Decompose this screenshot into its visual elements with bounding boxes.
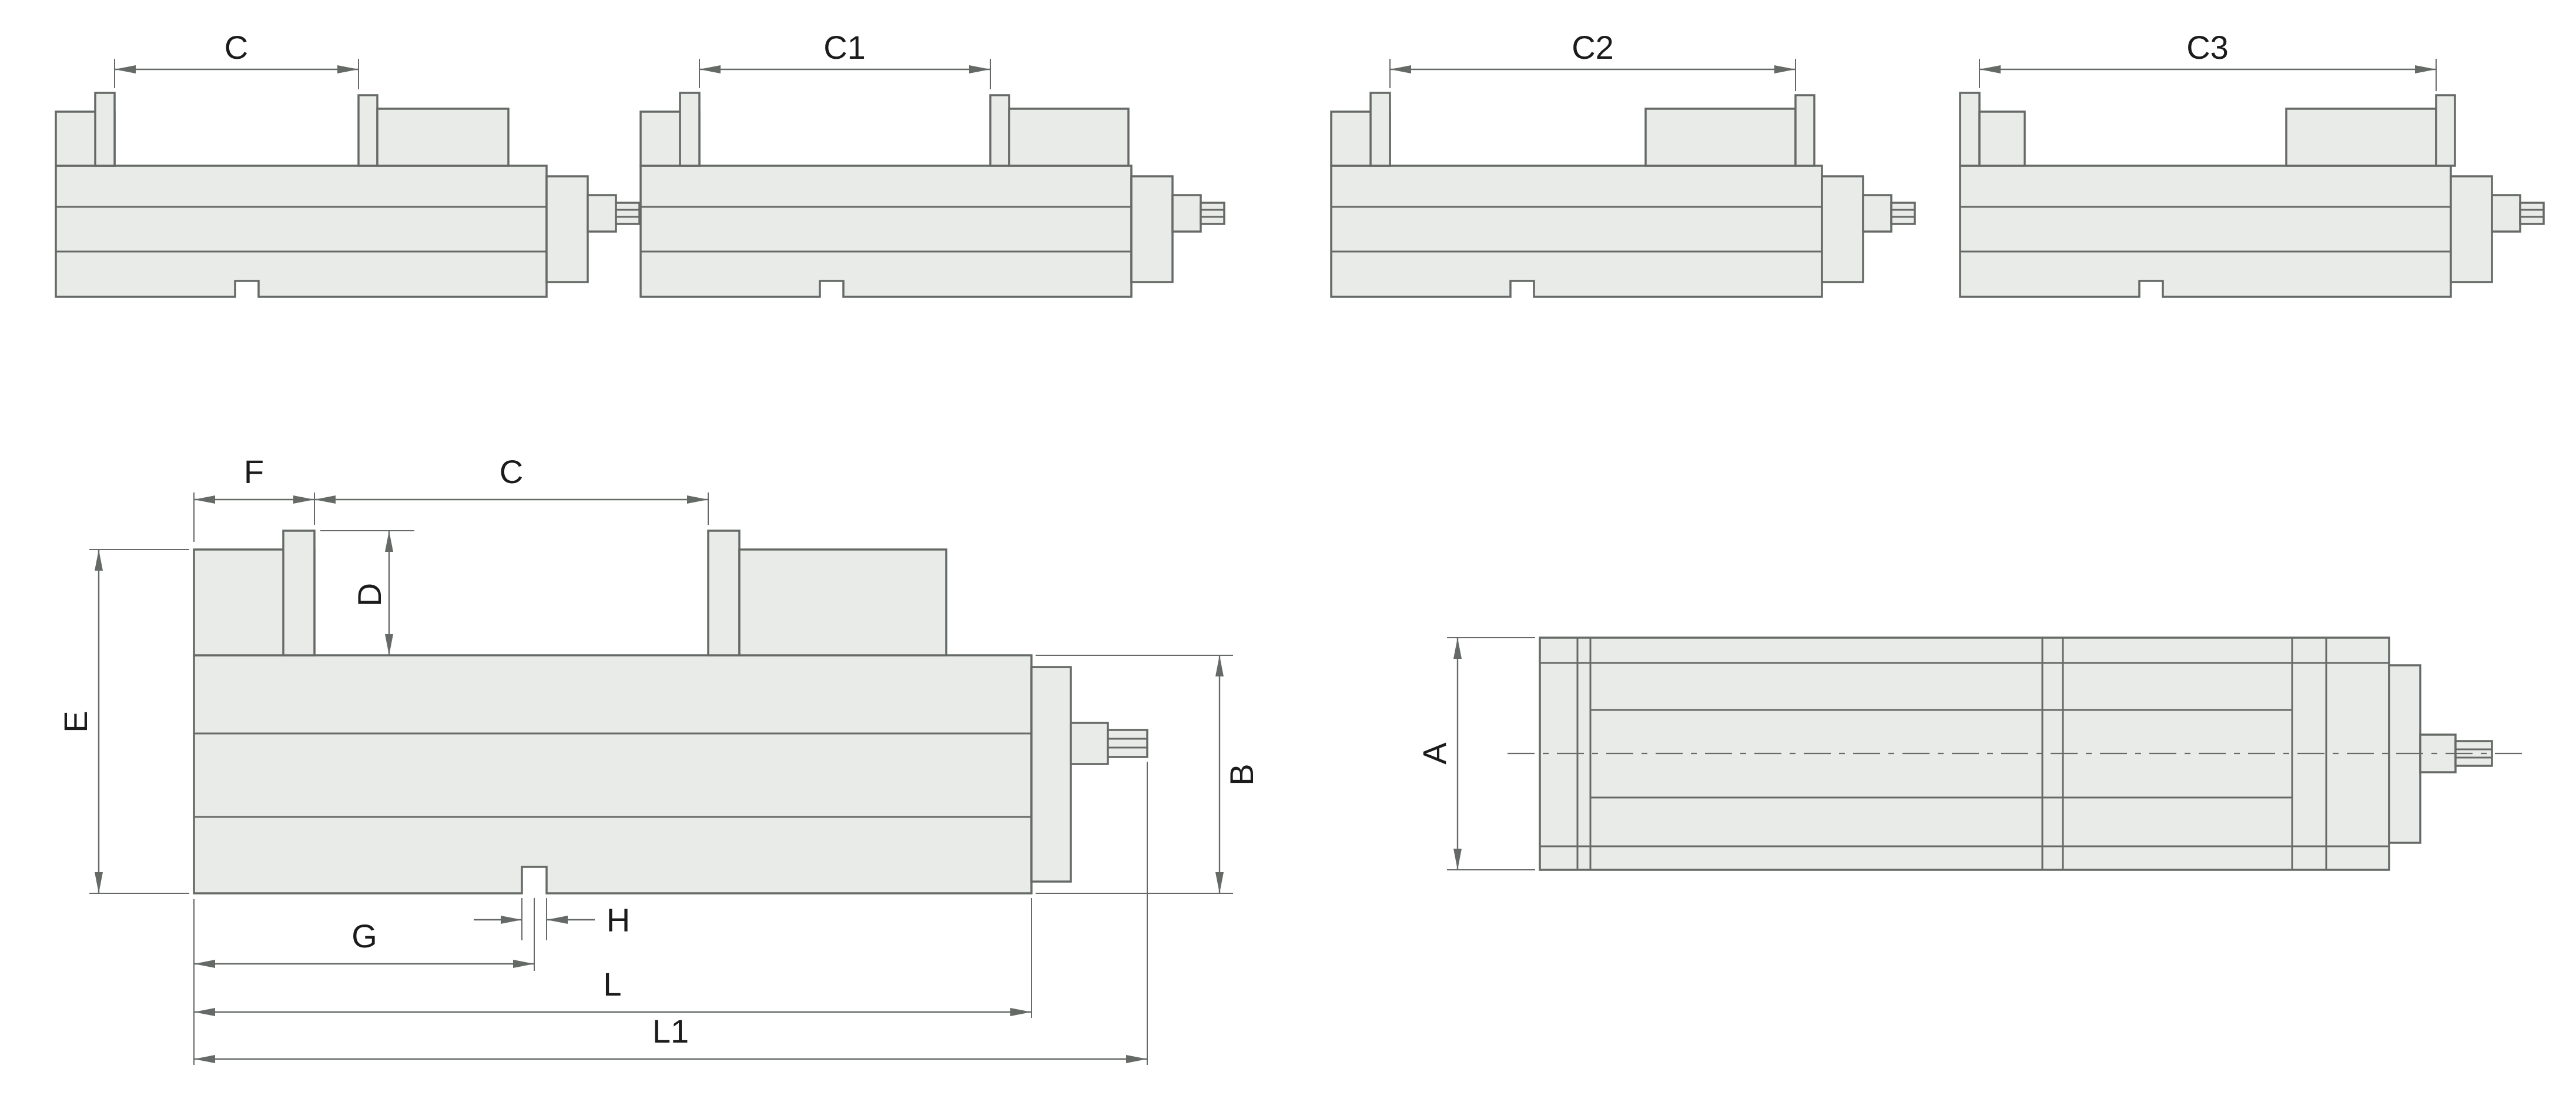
- vise-body: [55, 165, 641, 298]
- vise-body: [1330, 165, 1916, 298]
- dimension-label-g: G: [351, 917, 377, 954]
- dimension-label-e: E: [57, 711, 94, 732]
- movable-jaw: [2285, 94, 2456, 167]
- top-view-config-4: C3: [1959, 29, 2545, 298]
- movable-jaw-plate: [1794, 94, 1815, 167]
- rail-lines: [1540, 662, 2389, 847]
- dimension-l: L: [194, 898, 1032, 1018]
- dimension-c-config1: C: [114, 29, 359, 89]
- dimension-c1: C1: [699, 29, 991, 89]
- fixed-jaw: [55, 92, 116, 167]
- movable-jaw-block: [2285, 108, 2437, 167]
- movable-jaw-block: [1008, 108, 1130, 167]
- dimension-c-side: C: [314, 453, 708, 504]
- dimension-label-c: C: [225, 29, 248, 66]
- extension-lines: [1036, 655, 1233, 894]
- extension-lines: [699, 59, 991, 89]
- fixed-jaw-plate: [282, 530, 316, 656]
- fixed-jaw: [1959, 92, 2026, 167]
- dimension-a: A: [1416, 637, 1535, 870]
- movable-jaw: [989, 94, 1130, 167]
- screw-tip: [1107, 729, 1148, 758]
- movable-jaw-plate: [707, 530, 741, 656]
- extension-lines: [1447, 637, 1535, 870]
- dimension-label-b: B: [1223, 763, 1260, 785]
- fixed-jaw-plate: [679, 92, 701, 167]
- movable-jaw: [1644, 94, 1815, 167]
- extension-lines: [114, 59, 359, 89]
- dimension-c3: C3: [1979, 29, 2437, 91]
- screw-tip-lines: [2456, 748, 2492, 759]
- dimension-label-a: A: [1416, 742, 1453, 765]
- vise-body-slab: [193, 654, 1033, 894]
- dimension-label-h: H: [607, 902, 630, 939]
- movable-jaw-plate: [989, 94, 1010, 167]
- dimension-label-c1: C1: [823, 29, 866, 66]
- dimension-label-f: F: [244, 453, 264, 490]
- dimension-c2: C2: [1389, 29, 1796, 91]
- top-view-config-2: C1: [639, 29, 1225, 298]
- dimension-g: G: [193, 898, 535, 1065]
- dimension-b: B: [1036, 655, 1260, 894]
- dimension-f: F: [193, 453, 709, 542]
- fixed-jaw-plate: [1369, 92, 1391, 167]
- dimension-h: H: [474, 898, 630, 940]
- extension-lines: [1979, 59, 2437, 91]
- dimension-label-l: L: [603, 966, 621, 1003]
- dimension-l1: L1: [194, 762, 1148, 1065]
- end-flange: [1030, 666, 1072, 883]
- dimension-label-c3: C3: [2186, 29, 2229, 66]
- dimension-label-l1: L1: [652, 1013, 689, 1050]
- vise-body: [1959, 165, 2545, 298]
- movable-jaw-plate: [2435, 94, 2456, 167]
- screw-tip-lines: [1108, 738, 1147, 749]
- top-view-config-3: C2: [1330, 29, 1916, 298]
- fixed-jaw-plate: [1959, 92, 1981, 167]
- movable-jaw-block: [376, 108, 510, 167]
- body-joint-lines: [194, 732, 1031, 818]
- plan-view: A: [1416, 636, 2527, 871]
- top-view-config-1: C: [55, 29, 641, 298]
- dimension-label-d: D: [351, 583, 388, 607]
- extension-lines: [1389, 59, 1796, 91]
- movable-jaw: [357, 94, 510, 167]
- extension-lines: [193, 898, 535, 1065]
- movable-jaw-block: [1644, 108, 1797, 167]
- fixed-jaw-block: [1978, 110, 2026, 167]
- movable-jaw-block: [738, 548, 947, 656]
- vise-body: [639, 165, 1225, 298]
- fixed-jaw: [1330, 92, 1391, 167]
- extension-lines: [89, 549, 189, 894]
- dimension-e: E: [57, 549, 189, 894]
- dimension-d: D: [320, 530, 414, 655]
- movable-jaw-plate: [357, 94, 378, 167]
- dimension-label-c: C: [500, 453, 523, 490]
- fixed-jaw: [639, 92, 701, 167]
- dimension-label-c2: C2: [1572, 29, 1614, 66]
- side-view: F C D E B: [57, 453, 1260, 1065]
- screw-shaft: [1070, 722, 1109, 765]
- fixed-jaw-plate: [94, 92, 116, 167]
